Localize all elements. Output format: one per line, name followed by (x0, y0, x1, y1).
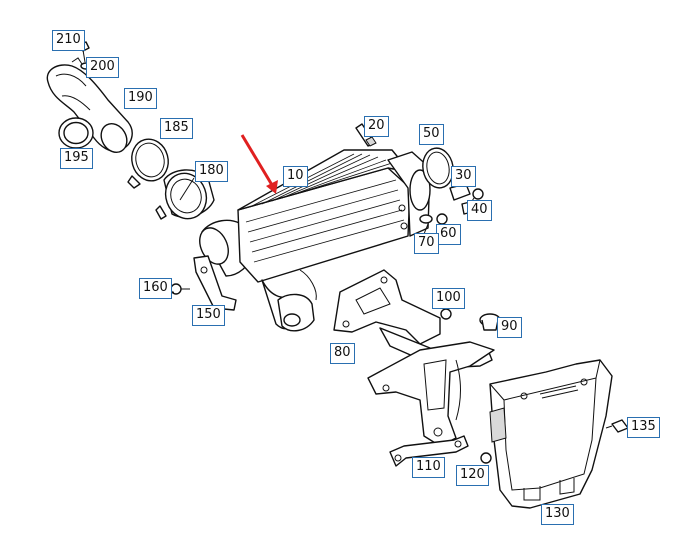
callout-210: 210 (52, 30, 85, 51)
housing-130-drawing (489, 359, 613, 509)
callout-185: 185 (160, 118, 193, 139)
oring-50-drawing (422, 147, 454, 189)
callout-20: 20 (364, 116, 389, 137)
cross-member-drawing (367, 341, 495, 447)
ring-195-drawing (58, 117, 94, 149)
callout-10: 10 (283, 166, 308, 187)
pointer-arrow (240, 134, 278, 194)
callout-120: 120 (456, 465, 489, 486)
callout-60: 60 (436, 224, 461, 245)
bolt-100-drawing (440, 308, 452, 320)
callout-110: 110 (412, 457, 445, 478)
callout-160: 160 (139, 278, 172, 299)
callout-70: 70 (414, 233, 439, 254)
washer-70-drawing (419, 214, 433, 224)
callout-180: 180 (195, 161, 228, 182)
callout-30: 30 (451, 166, 476, 187)
callout-50: 50 (419, 124, 444, 145)
callout-100: 100 (432, 288, 465, 309)
clamp-185-drawing (127, 138, 169, 189)
callout-190: 190 (124, 88, 157, 109)
callout-80: 80 (330, 343, 355, 364)
clip-135-drawing (605, 419, 629, 433)
callout-195: 195 (60, 148, 93, 169)
bracket-150-drawing (193, 255, 237, 311)
intercooler-10-drawing (199, 149, 431, 332)
callout-150: 150 (192, 305, 225, 326)
bolt-120-drawing (480, 452, 492, 464)
callout-200: 200 (86, 57, 119, 78)
bracket-110-drawing (389, 435, 469, 467)
callout-130: 130 (541, 504, 574, 525)
hose-190-drawing (46, 57, 133, 154)
callout-40: 40 (467, 200, 492, 221)
callout-90: 90 (497, 317, 522, 338)
callout-135: 135 (627, 417, 660, 438)
